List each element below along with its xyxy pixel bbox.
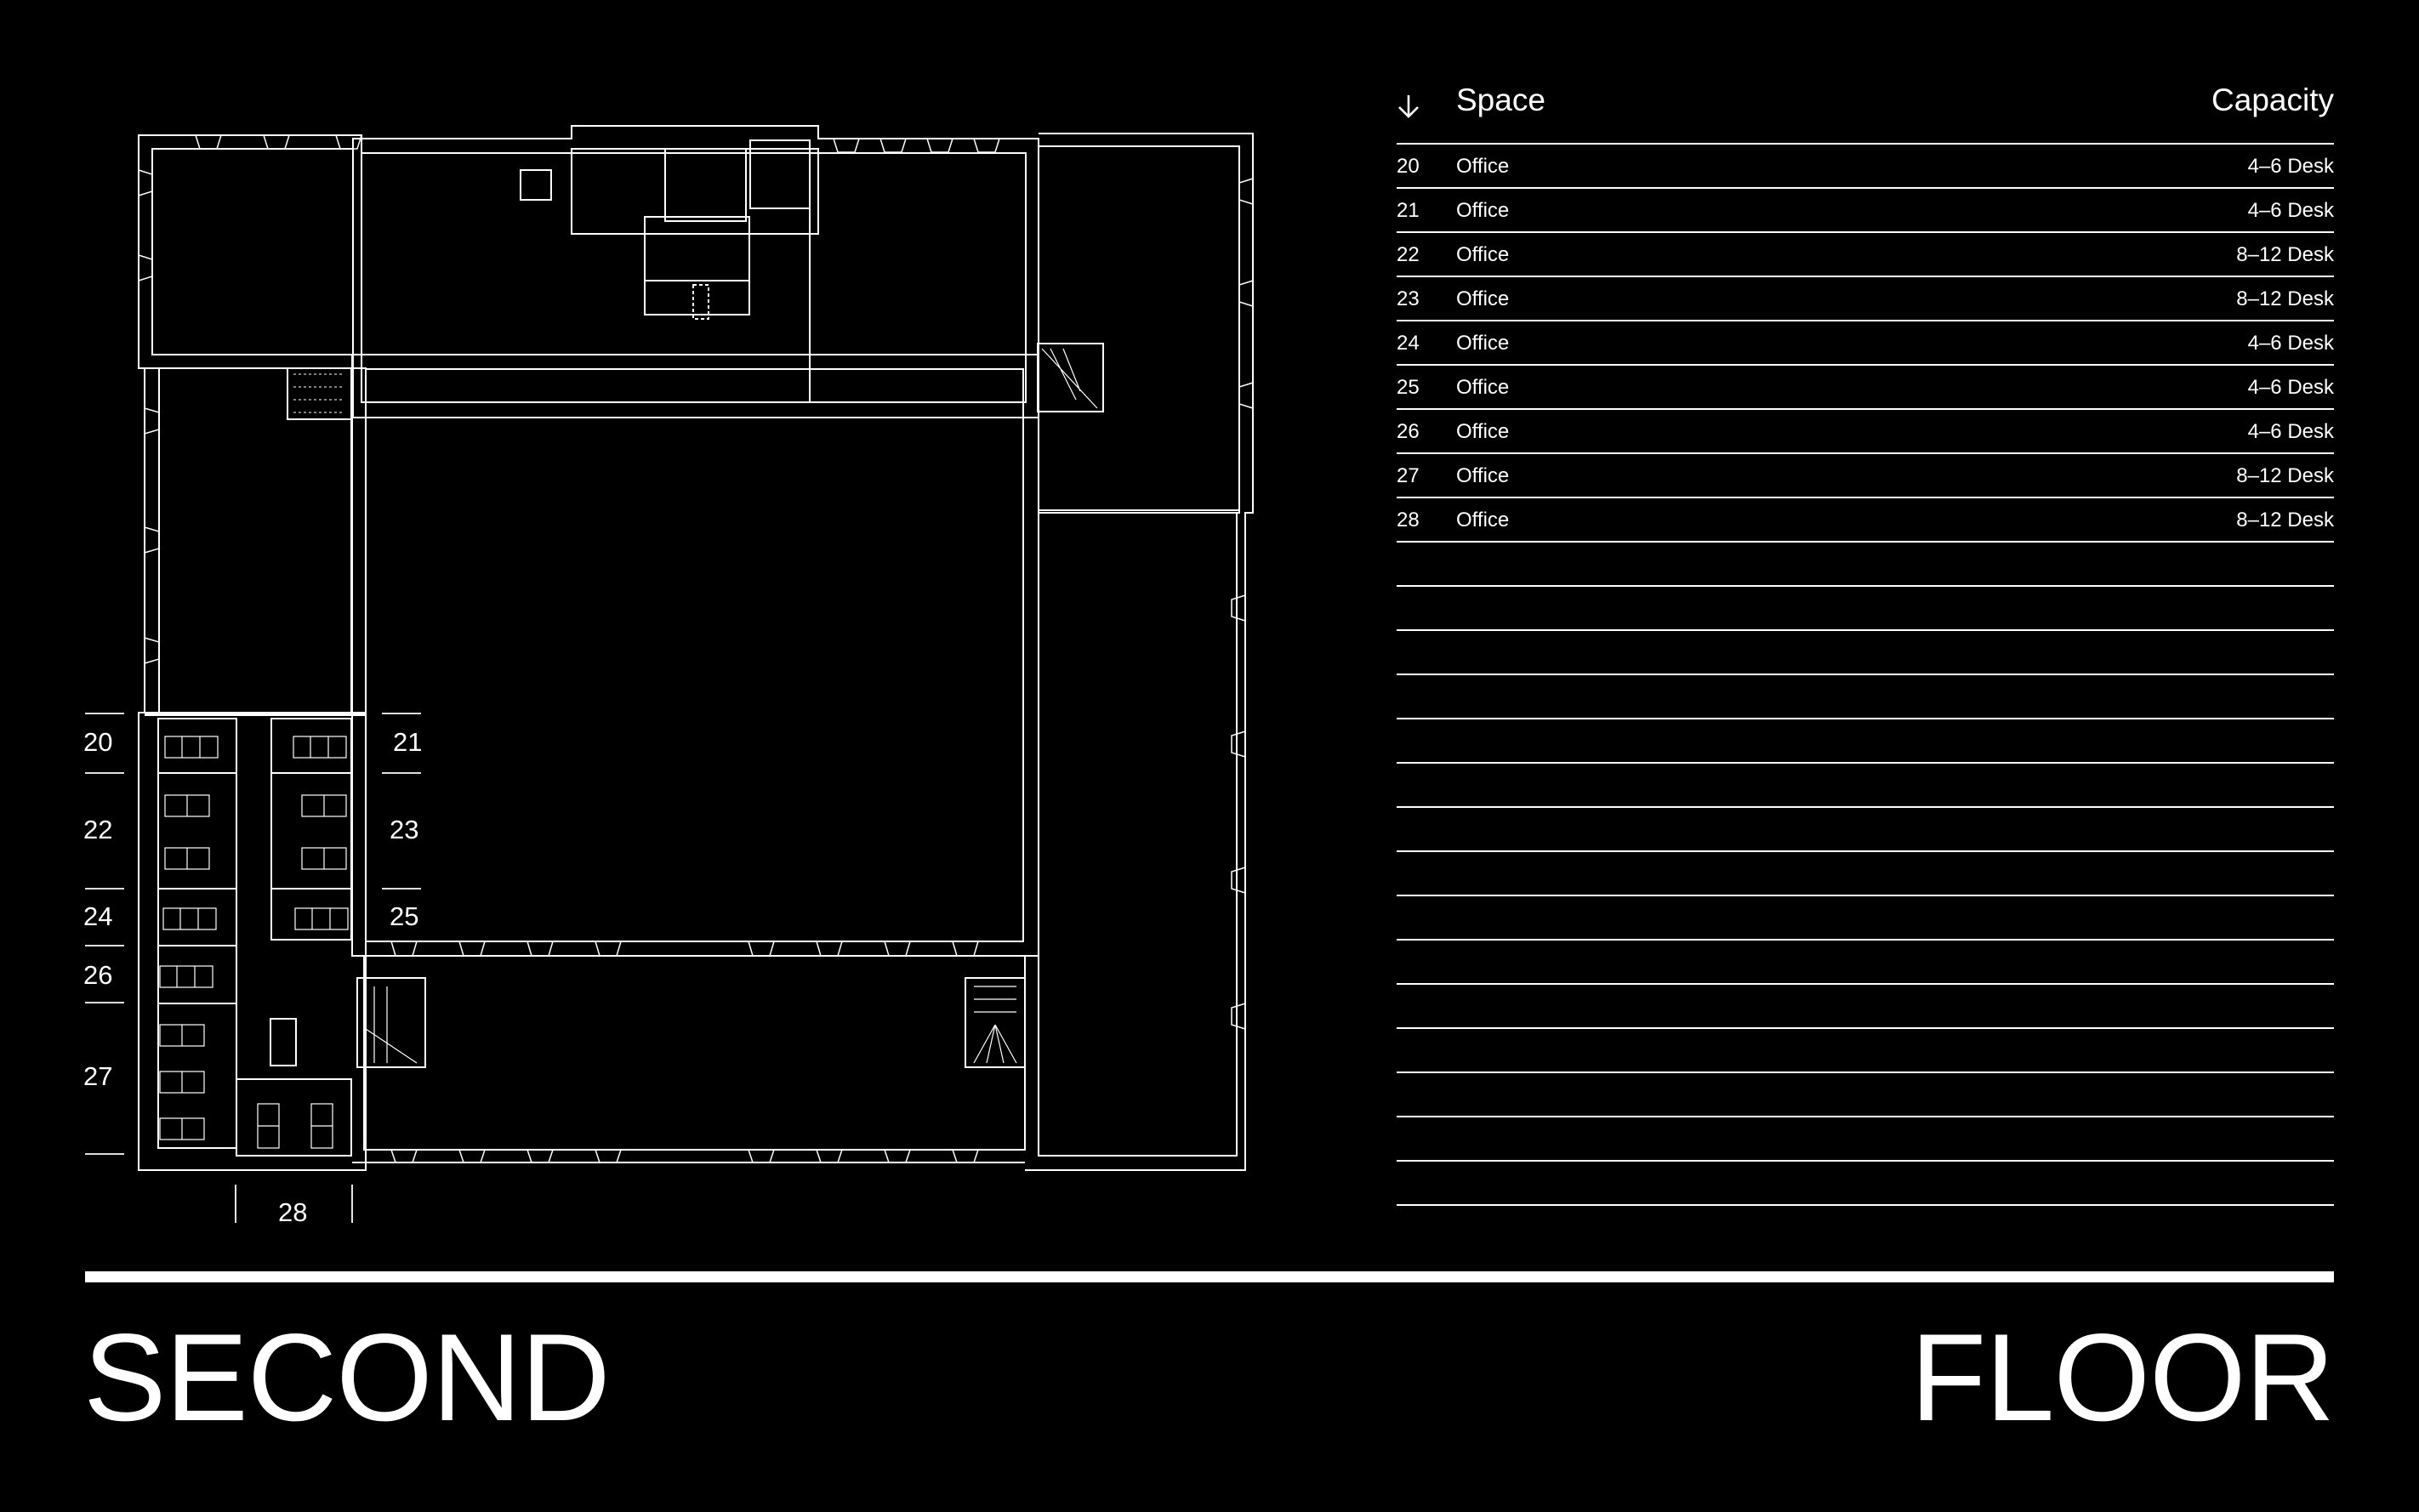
space-number: 22 xyxy=(1397,243,1420,266)
empty-table-row xyxy=(1397,675,2334,719)
divider-bar xyxy=(85,1271,2334,1282)
table-row[interactable]: 26 Office 4–6 Desk xyxy=(1397,410,2334,454)
table-header: Space Capacity xyxy=(1397,78,2334,145)
empty-table-row xyxy=(1397,1162,2334,1206)
room-label: 23 xyxy=(390,815,419,844)
space-capacity: 8–12 Desk xyxy=(2236,509,2334,531)
room-label: 25 xyxy=(390,901,419,931)
empty-table-row xyxy=(1397,852,2334,896)
space-capacity: 8–12 Desk xyxy=(2236,464,2334,487)
table-row[interactable]: 20 Office 4–6 Desk xyxy=(1397,145,2334,189)
empty-table-row xyxy=(1397,808,2334,852)
empty-table-row xyxy=(1397,985,2334,1029)
space-capacity: 8–12 Desk xyxy=(2236,243,2334,266)
empty-table-row xyxy=(1397,896,2334,941)
column-header-capacity[interactable]: Capacity xyxy=(2211,82,2334,117)
space-type: Office xyxy=(1456,199,1510,222)
table-row[interactable]: 22 Office 8–12 Desk xyxy=(1397,233,2334,277)
space-capacity: 4–6 Desk xyxy=(2247,199,2334,222)
room-label: 22 xyxy=(83,815,113,844)
space-number: 26 xyxy=(1397,420,1420,443)
space-type: Office xyxy=(1456,287,1510,310)
empty-table-row xyxy=(1397,587,2334,631)
space-capacity: 4–6 Desk xyxy=(2247,420,2334,443)
space-type: Office xyxy=(1456,420,1510,443)
empty-table-row xyxy=(1397,764,2334,808)
space-type: Office xyxy=(1456,464,1510,487)
room-label: 27 xyxy=(83,1061,113,1091)
floor-plan: 20 21 22 23 24 25 26 27 28 xyxy=(0,0,1327,1242)
room-label: 26 xyxy=(83,960,113,990)
column-header-space[interactable]: Space xyxy=(1456,82,1545,117)
room-label: 20 xyxy=(83,727,113,757)
table-row[interactable]: 23 Office 8–12 Desk xyxy=(1397,277,2334,321)
table-row[interactable]: 28 Office 8–12 Desk xyxy=(1397,498,2334,543)
empty-table-row xyxy=(1397,543,2334,587)
space-capacity: 8–12 Desk xyxy=(2236,287,2334,310)
empty-table-row xyxy=(1397,631,2334,675)
empty-table-row xyxy=(1397,941,2334,985)
room-label: 21 xyxy=(393,727,423,757)
spaces-table: Space Capacity 20 Office 4–6 Desk 21 Off… xyxy=(1397,78,2334,1206)
table-row[interactable]: 21 Office 4–6 Desk xyxy=(1397,189,2334,233)
space-type: Office xyxy=(1456,155,1510,178)
space-number: 27 xyxy=(1397,464,1420,487)
table-body: 20 Office 4–6 Desk 21 Office 4–6 Desk 22… xyxy=(1397,145,2334,1206)
empty-table-row xyxy=(1397,1029,2334,1073)
space-number: 25 xyxy=(1397,376,1420,399)
room-label: 28 xyxy=(278,1197,308,1227)
space-type: Office xyxy=(1456,509,1510,531)
table-row[interactable]: 27 Office 8–12 Desk xyxy=(1397,454,2334,498)
space-capacity: 4–6 Desk xyxy=(2247,155,2334,178)
table-row[interactable]: 24 Office 4–6 Desk xyxy=(1397,321,2334,366)
space-type: Office xyxy=(1456,243,1510,266)
floor-title-word: FLOOR xyxy=(1910,1308,2335,1447)
empty-table-row xyxy=(1397,1073,2334,1117)
space-number: 24 xyxy=(1397,332,1420,355)
space-capacity: 4–6 Desk xyxy=(2247,376,2334,399)
space-number: 21 xyxy=(1397,199,1420,222)
floor-plan-drawing xyxy=(85,125,1254,1223)
floor-title-level: SECOND xyxy=(83,1308,611,1447)
empty-table-row xyxy=(1397,1117,2334,1162)
space-capacity: 4–6 Desk xyxy=(2247,332,2334,355)
space-type: Office xyxy=(1456,332,1510,355)
space-number: 28 xyxy=(1397,509,1420,531)
space-number: 23 xyxy=(1397,287,1420,310)
space-number: 20 xyxy=(1397,155,1420,178)
empty-rows xyxy=(1397,543,2334,1206)
table-row[interactable]: 25 Office 4–6 Desk xyxy=(1397,366,2334,410)
arrow-down-icon[interactable] xyxy=(1397,94,1420,119)
room-label: 24 xyxy=(83,901,113,931)
space-type: Office xyxy=(1456,376,1510,399)
empty-table-row xyxy=(1397,719,2334,764)
